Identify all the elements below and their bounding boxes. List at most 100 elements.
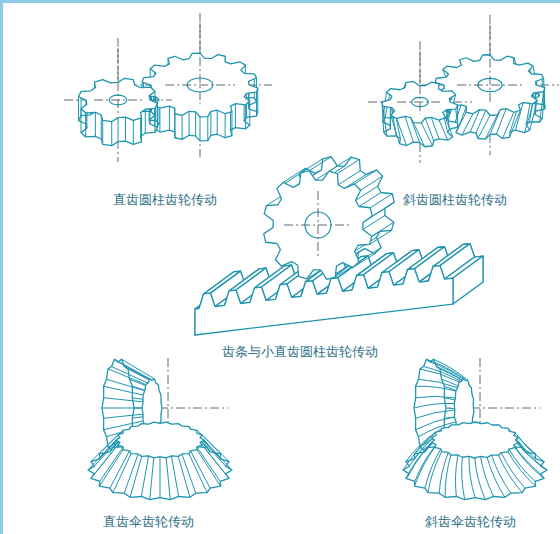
tooth-edge <box>510 110 521 137</box>
tooth-edge <box>145 109 146 133</box>
tooth-edge <box>157 103 158 127</box>
tooth-edge <box>95 112 96 136</box>
tooth-edge <box>118 118 119 142</box>
bevel-tooth <box>515 448 544 479</box>
bevel-tooth <box>182 454 196 493</box>
rack-face <box>453 256 483 304</box>
tooth-edge <box>231 112 232 136</box>
spiral-bevel-gears <box>403 358 547 500</box>
bevel-tooth <box>414 403 454 408</box>
bevel-tooth <box>88 440 116 470</box>
bevel-tooth <box>202 445 229 478</box>
tooth-edge <box>425 118 433 140</box>
center-line <box>200 23 201 104</box>
bevel-tooth <box>455 455 457 496</box>
helical-gear-small <box>368 41 472 163</box>
caption-label: 直齿伞齿轮传动 <box>101 514 196 530</box>
tooth-edge <box>439 120 448 140</box>
spur-gear-large <box>128 13 272 157</box>
tooth-edge <box>169 106 170 130</box>
spur-gear-small <box>64 38 172 162</box>
tooth-edge <box>195 112 196 136</box>
bevel-tooth <box>414 447 434 486</box>
bevel-tooth <box>434 359 468 380</box>
bevel-tooth <box>122 359 155 378</box>
frame-line <box>0 0 560 3</box>
bevel-inner-rim <box>431 422 518 458</box>
bevel-tooth <box>462 457 465 499</box>
bevel-tooth <box>110 451 129 488</box>
pinion <box>264 157 395 280</box>
tooth-edge <box>540 92 544 122</box>
bevel-tooth <box>108 369 146 385</box>
tooth-edge <box>301 159 323 173</box>
tooth-edge <box>431 117 439 138</box>
center-line <box>318 191 319 259</box>
bevel-tooth <box>416 396 456 398</box>
tooth-edge <box>217 110 218 134</box>
bevel-tooth <box>106 379 144 390</box>
bevel-inner-rim <box>116 422 204 458</box>
bevel-tooth <box>113 454 131 493</box>
tooth-edge <box>225 114 226 138</box>
bevel-tooth <box>475 458 486 500</box>
tooth-edge <box>78 97 79 121</box>
bevel-tooth <box>492 455 511 493</box>
bevel-tooth <box>508 452 536 486</box>
bevel-tooth <box>439 452 448 493</box>
bevel-tooth <box>514 445 541 474</box>
bevel-tooth <box>445 455 451 497</box>
tooth-edge <box>207 117 208 141</box>
bevel-tooth <box>416 386 456 391</box>
caption-label: 斜齿伞齿轮传动 <box>423 514 518 530</box>
bevel-tooth <box>124 454 138 493</box>
bevel-tooth <box>141 456 148 497</box>
tooth-edge <box>329 157 351 171</box>
bevel-tooth <box>499 455 523 492</box>
center-line <box>118 38 119 162</box>
center-line <box>490 25 491 103</box>
bevel-tooth <box>130 456 142 497</box>
tooth-edge <box>133 120 134 144</box>
tooth-edge <box>182 115 183 139</box>
tooth-edge <box>524 104 533 133</box>
tooth-edge <box>141 118 142 142</box>
tooth-edge <box>102 120 103 144</box>
bevel-tooth <box>189 454 207 493</box>
center-line <box>118 48 119 113</box>
tooth-edge <box>544 78 545 109</box>
bevel-tooth <box>150 458 154 500</box>
bevel-tooth <box>94 438 119 466</box>
bevel-tooth <box>515 440 540 466</box>
tooth-edge <box>359 193 381 207</box>
bevel-tooth <box>178 456 190 497</box>
tooth-edge <box>413 123 424 147</box>
center-line <box>165 85 235 86</box>
tooth-edge <box>309 157 331 171</box>
bevel-tooth <box>197 447 220 482</box>
tooth-edge <box>257 88 258 112</box>
bevel-tooth <box>204 440 232 470</box>
tooth-edge <box>210 111 211 135</box>
bevel-tooth <box>480 456 493 496</box>
bevel-tooth <box>166 458 170 500</box>
bevel-tooth <box>501 453 525 488</box>
bevel-tooth <box>403 437 431 470</box>
tooth-edge <box>502 112 513 138</box>
caption-label: 齿条与小直齿圆柱齿轮传动 <box>220 344 380 360</box>
tooth-edge <box>361 176 383 190</box>
bevel-tooth <box>487 457 505 497</box>
tooth-edge <box>337 160 359 174</box>
tooth-edge <box>245 105 246 129</box>
tooth-edge <box>235 104 236 128</box>
tooth-edge <box>445 118 452 137</box>
bevel-tooth <box>409 435 436 466</box>
bevel-tooth <box>425 449 441 488</box>
tooth-edge <box>476 110 486 133</box>
tooth-edge <box>478 115 490 138</box>
tooth-edge <box>200 117 201 141</box>
bevel-tooth <box>416 410 455 418</box>
tooth-edge <box>369 230 391 244</box>
